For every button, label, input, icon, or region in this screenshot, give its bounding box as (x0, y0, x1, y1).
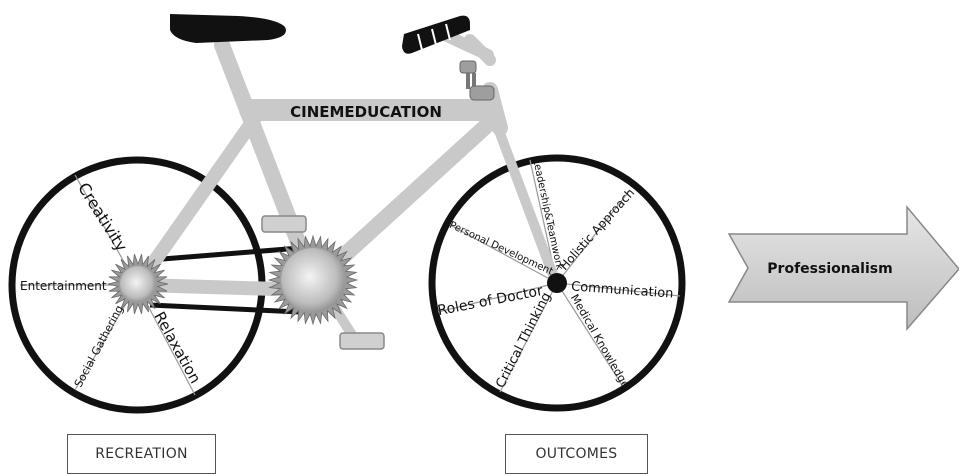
pedal-top (261, 215, 307, 236)
saddle (170, 14, 286, 43)
front-spoke (499, 282, 558, 393)
word-social-gathering: Social Gathering (72, 303, 126, 389)
outcomes-box: OUTCOMES (505, 434, 648, 474)
front-wheel-rim (428, 154, 686, 412)
front-spoke (449, 224, 558, 284)
chain (149, 245, 301, 315)
handlebar-grip (402, 15, 470, 54)
bicycle-frame (133, 29, 561, 297)
gear-center (120, 266, 156, 302)
front-spoke (556, 282, 623, 386)
gear-center (281, 248, 345, 312)
word-holistic: Holistic Approach (557, 186, 637, 273)
word-communication: Communication (571, 279, 674, 301)
word-creativity: Creativity (74, 179, 131, 255)
professionalism-arrow: Professionalism (727, 204, 959, 332)
front-wheel (428, 154, 686, 412)
frame-label: CINEMEDUCATION (290, 103, 442, 121)
front-spoke (556, 189, 631, 284)
word-medical: Medical Knowledge (568, 292, 632, 391)
rear-hub (107, 254, 169, 314)
word-entertainment: Entertainment (20, 279, 107, 293)
front-spoke (437, 282, 558, 313)
word-relaxation: Relaxation (150, 309, 204, 387)
front-spoke (556, 282, 681, 297)
arrow-label: Professionalism (767, 261, 892, 277)
recreation-box: RECREATION (67, 434, 216, 474)
chainring (267, 234, 359, 326)
front-hub (547, 273, 567, 293)
headset (459, 60, 495, 101)
